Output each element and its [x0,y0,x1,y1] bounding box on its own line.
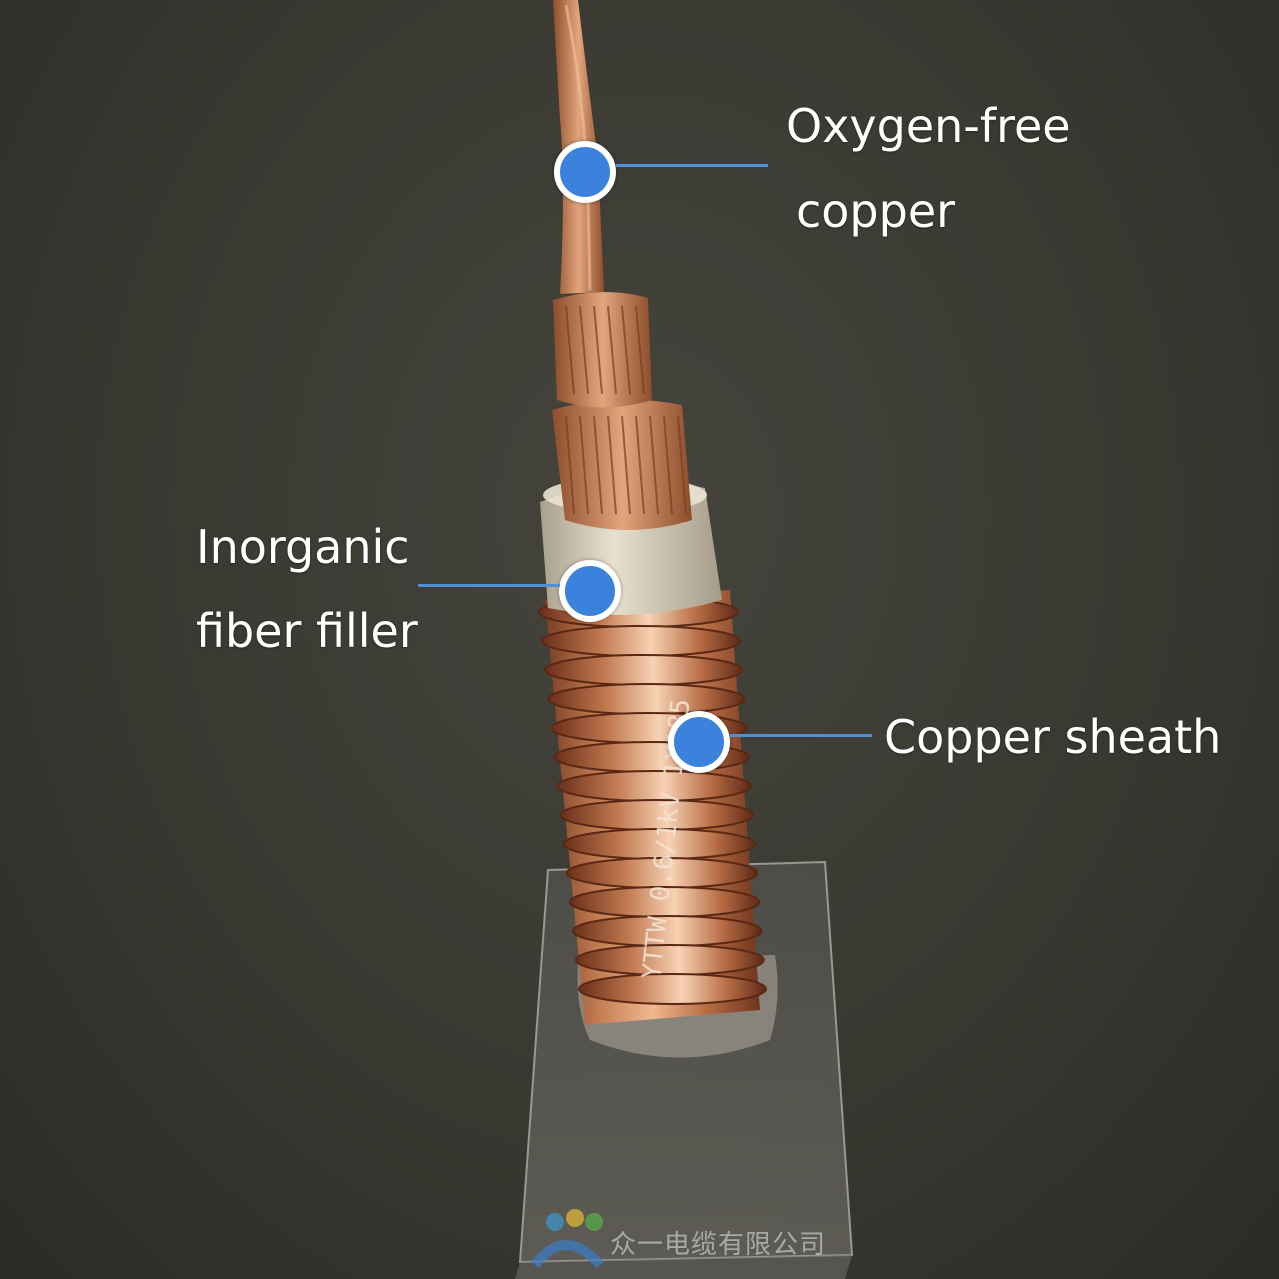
strand-lines [565,305,687,515]
strand-line [607,415,617,515]
strand-line [593,305,603,395]
corrugation-ribs [538,596,767,1005]
watermark-text: 众一电缆有限公司 [610,1230,827,1260]
strand-line [649,415,659,515]
watermark-logo [531,1209,604,1269]
oxygen-free-copper-label-line1: Oxygen-free [786,99,1071,153]
strand-line [621,305,631,395]
inorganic-fiber-filler-leader [418,584,560,587]
conductor-tier-2 [553,291,652,408]
corrugation-rib [556,770,752,802]
inorganic-fiber-filler-label-line1: Inorganic [196,520,410,574]
corrugation-rib [544,654,744,686]
strand-line [635,415,645,515]
strand-line [677,415,687,515]
corrugation-rib [578,973,767,1005]
corrugation-rib [541,625,742,657]
inorganic-fiber-filler-marker [559,560,621,622]
strand-line [579,415,589,515]
inorganic-fiber-filler-label-line2: fiber filler [196,604,418,658]
strand-line [579,305,589,395]
oxygen-free-copper-leader [616,164,768,167]
copper-sheath-marker [668,711,730,773]
copper-sheath-label: Copper sheath [884,710,1222,764]
strand-line [607,305,617,395]
strand-line [593,415,603,515]
strand-line [635,305,645,395]
corrugation-rib [547,683,746,715]
strand-line [565,415,575,515]
strand-line [621,415,631,515]
oxygen-free-copper-label-line2: copper [796,184,956,238]
copper-sheath-leader [730,734,872,737]
strand-line [565,305,575,395]
strand-line [663,415,673,515]
oxygen-free-copper-marker [554,141,616,203]
